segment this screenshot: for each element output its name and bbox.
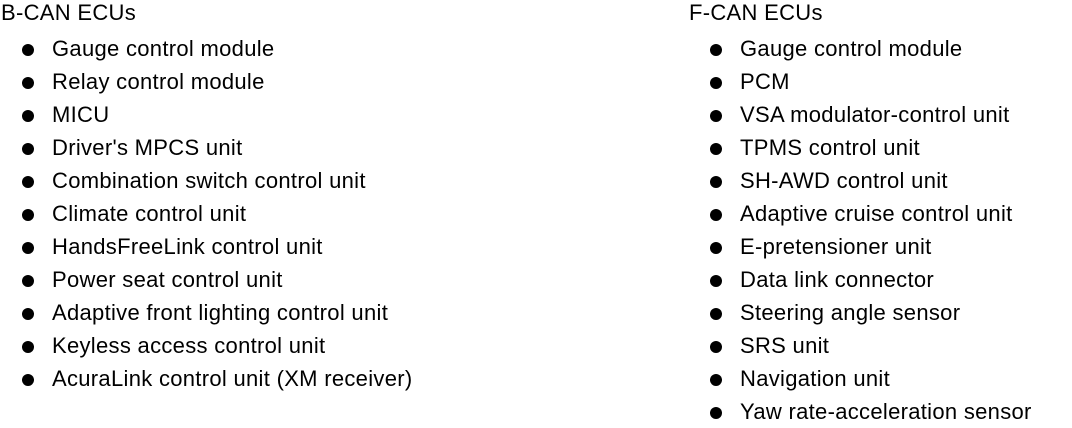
ecu-item-label: Keyless access control unit [52,333,326,358]
bullet-icon [710,110,722,122]
ecu-list-item: Steering angle sensor [689,296,1032,329]
ecu-item-label: HandsFreeLink control unit [52,234,323,259]
bullet-icon [710,308,722,320]
ecu-item-label: Gauge control module [740,36,963,61]
ecu-list-item: Gauge control module [1,32,412,65]
ecu-item-label: AcuraLink control unit (XM receiver) [52,366,413,391]
bullet-icon [22,176,34,188]
bullet-icon [710,209,722,221]
ecu-list-item: SRS unit [689,329,1032,362]
ecu-list-item: TPMS control unit [689,131,1032,164]
bullet-icon [22,275,34,287]
ecu-item-label: Yaw rate-acceleration sensor [740,399,1032,424]
ecu-list-item: Keyless access control unit [1,329,412,362]
bullet-icon [710,176,722,188]
bullet-icon [22,341,34,353]
bullet-icon [22,143,34,155]
ecu-list-item: Adaptive cruise control unit [689,197,1032,230]
ecu-list-item: Relay control module [1,65,412,98]
ecu-item-label: SRS unit [740,333,830,358]
ecu-list-item: Power seat control unit [1,263,412,296]
ecu-item-label: Navigation unit [740,366,891,391]
bullet-icon [710,341,722,353]
bullet-icon [710,77,722,89]
ecu-item-label: Data link connector [740,267,935,292]
ecu-list-item: PCM [689,65,1032,98]
ecu-item-label: Steering angle sensor [740,300,961,325]
ecu-list-item: Adaptive front lighting control unit [1,296,412,329]
ecu-item-label: E-pretensioner unit [740,234,932,259]
bullet-icon [710,242,722,254]
ecu-item-label: Climate control unit [52,201,247,226]
bullet-icon [22,110,34,122]
ecu-item-label: Gauge control module [52,36,275,61]
ecu-list-item: E-pretensioner unit [689,230,1032,263]
bullet-icon [710,44,722,56]
bullet-icon [710,275,722,287]
ecu-item-label: PCM [740,69,790,94]
bcan-ecus-heading: B-CAN ECUs [1,0,137,25]
ecu-list-item: Data link connector [689,263,1032,296]
bullet-icon [22,374,34,386]
ecu-item-label: TPMS control unit [740,135,920,160]
ecu-list-item: MICU [1,98,412,131]
ecu-item-label: MICU [52,102,110,127]
ecu-list-item: Yaw rate-acceleration sensor [689,395,1032,428]
ecu-list-item: Gauge control module [689,32,1032,65]
ecu-list-item: HandsFreeLink control unit [1,230,412,263]
bullet-icon [710,374,722,386]
ecu-list-item: Climate control unit [1,197,412,230]
ecu-item-label: SH-AWD control unit [740,168,948,193]
bullet-icon [710,143,722,155]
bullet-icon [22,77,34,89]
bullet-icon [22,44,34,56]
bullet-icon [22,242,34,254]
ecu-list-item: VSA modulator-control unit [689,98,1032,131]
bullet-icon [22,209,34,221]
ecu-list-item: Driver's MPCS unit [1,131,412,164]
ecu-list-item: Combination switch control unit [1,164,412,197]
ecu-item-label: Power seat control unit [52,267,283,292]
ecu-list-item: Navigation unit [689,362,1032,395]
ecu-list-item: SH-AWD control unit [689,164,1032,197]
fcan-ecus-heading: F-CAN ECUs [689,0,823,25]
ecu-item-label: Combination switch control unit [52,168,366,193]
bullet-icon [22,308,34,320]
ecu-item-label: VSA modulator-control unit [740,102,1010,127]
bullet-icon [710,407,722,419]
ecu-item-label: Adaptive front lighting control unit [52,300,389,325]
ecu-list-item: AcuraLink control unit (XM receiver) [1,362,412,395]
ecu-item-label: Driver's MPCS unit [52,135,243,160]
ecu-item-label: Relay control module [52,69,265,94]
ecu-item-label: Adaptive cruise control unit [740,201,1013,226]
